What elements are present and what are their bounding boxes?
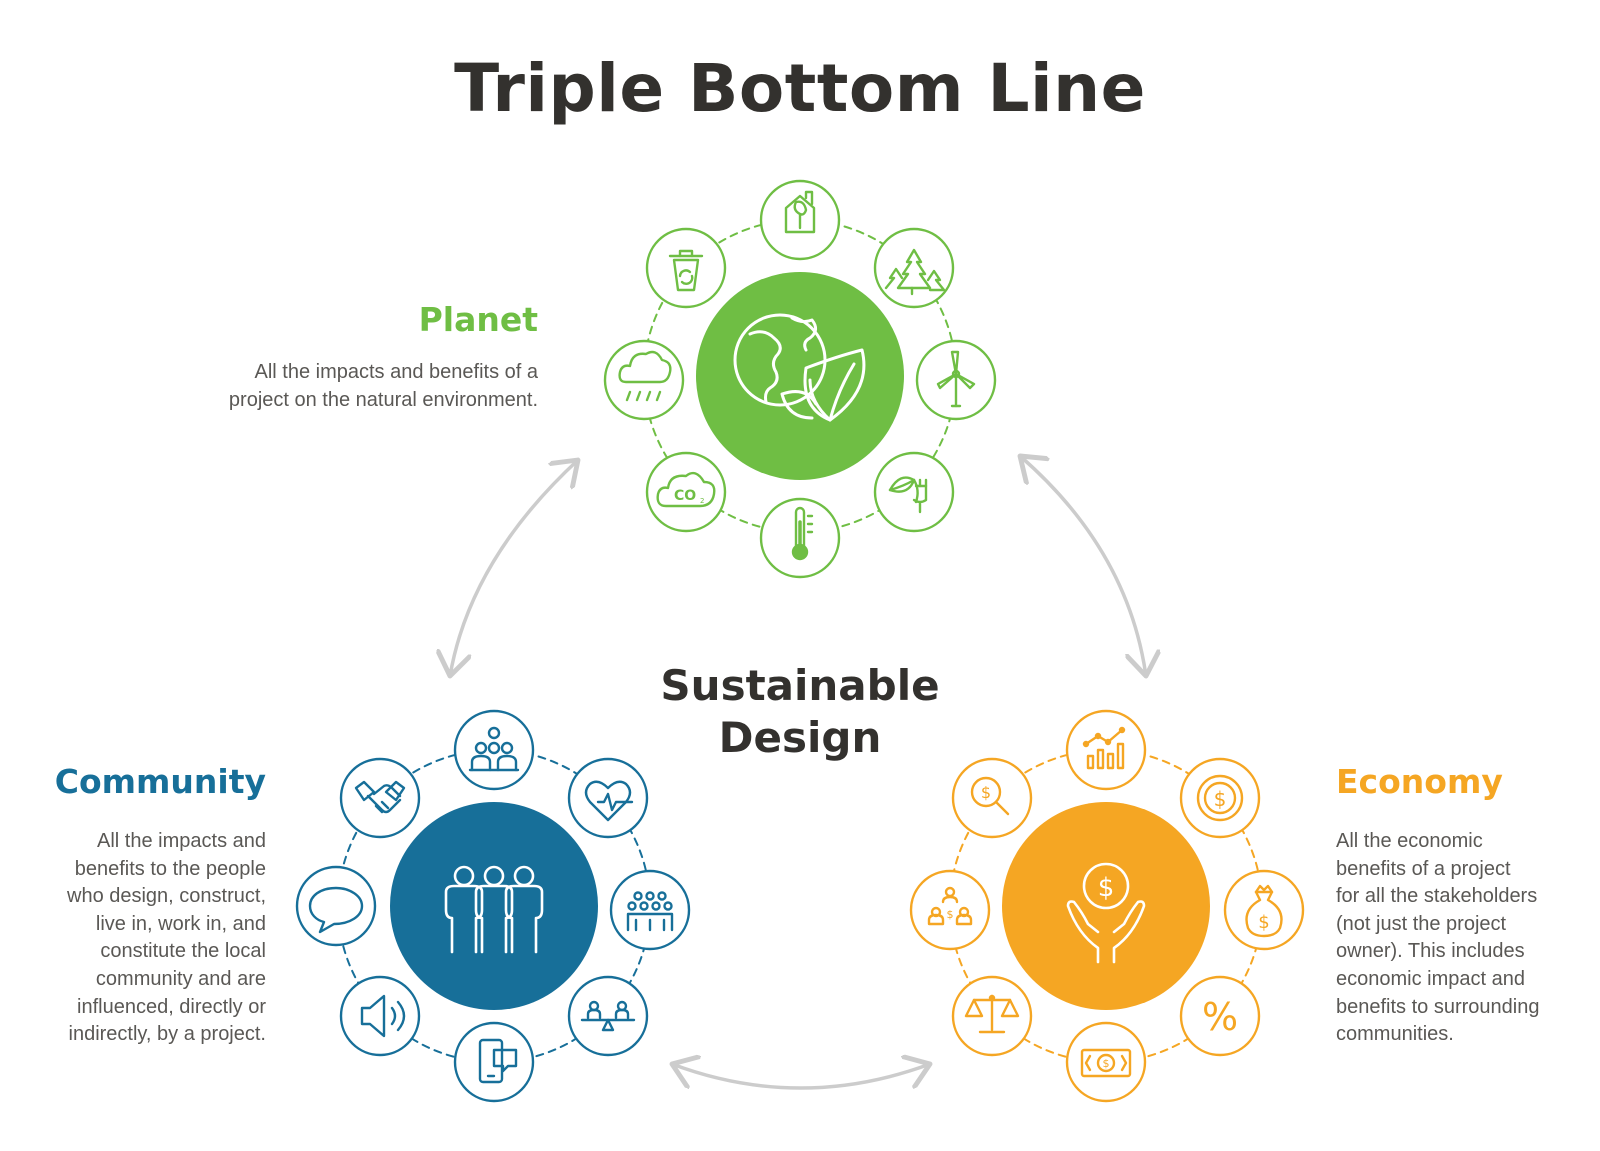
wind-turbine-icon — [915, 339, 997, 421]
planet-description: All the impacts and benefits of a projec… — [178, 359, 538, 414]
three-people-icon — [444, 865, 544, 954]
community-description-line: benefits to the people — [74, 857, 266, 880]
community-description-line: who design, construct, — [67, 885, 266, 908]
community-description: All the impacts and benefits to the peop… — [20, 828, 266, 1049]
arrow-community-economy — [672, 1064, 930, 1090]
svg-text:$: $ — [1258, 912, 1269, 933]
leaf-plug-icon — [873, 451, 955, 533]
economy-description-line: for all the stakeholders — [1336, 885, 1538, 908]
svg-text:$: $ — [947, 908, 954, 921]
planet-description-line: project on the natural environment. — [228, 388, 538, 411]
dollar-search-icon: $ — [951, 757, 1033, 839]
rain-cloud-icon — [603, 339, 685, 421]
percent-icon: % — [1179, 975, 1261, 1057]
stakeholders-icon: $ — [909, 869, 991, 951]
globe-leaf-icon — [733, 313, 866, 422]
community-description-line: indirectly, by a project. — [68, 1023, 267, 1046]
economy-description-line: benefits of a project — [1336, 857, 1511, 880]
eco-house-icon — [759, 179, 841, 261]
community-description-line: live in, work in, and — [95, 912, 266, 935]
economy-description-line: benefits to surrounding — [1336, 995, 1540, 1018]
planet-description-line: All the impacts and benefits of a — [254, 361, 539, 383]
community-description-line: influenced, directly or — [77, 995, 266, 1018]
page-title: Triple Bottom Line — [454, 50, 1146, 127]
scales-icon — [951, 975, 1033, 1057]
group-icon — [453, 709, 535, 791]
svg-text:%: % — [1202, 995, 1238, 1039]
svg-text:$: $ — [1098, 873, 1115, 903]
svg-text:$: $ — [981, 783, 991, 802]
svg-text:$: $ — [1214, 787, 1227, 811]
money-bag-icon: $ — [1223, 869, 1305, 951]
center-label-line1: Sustainable — [660, 661, 940, 710]
arrow-planet-community — [450, 460, 578, 676]
svg-text:2: 2 — [700, 497, 704, 505]
community-core — [390, 802, 598, 1010]
handshake-icon — [339, 757, 421, 839]
trees-icon — [873, 227, 955, 309]
economy-description-line: All the economic — [1336, 830, 1483, 852]
arrow-planet-economy — [1020, 456, 1146, 676]
economy-core — [1002, 802, 1210, 1010]
planet-cluster: CO 2 — [603, 179, 997, 579]
economy-heading: Economy — [1336, 762, 1503, 801]
svg-text:CO: CO — [674, 488, 696, 504]
economy-description: All the economic benefits of a project f… — [1336, 828, 1590, 1049]
economy-description-line: economic impact and — [1336, 967, 1525, 990]
economy-description-line: owner). This includes — [1336, 940, 1525, 963]
economy-description-line: communities. — [1336, 1023, 1454, 1046]
mobile-chat-icon — [453, 1021, 535, 1103]
community-heading: Community — [54, 762, 266, 801]
planet-core — [696, 272, 904, 480]
growth-chart-icon — [1065, 709, 1147, 791]
balance-people-icon — [567, 975, 649, 1057]
banknote-icon: $ — [1065, 1021, 1147, 1103]
economy-description-line: (not just the project — [1336, 912, 1507, 935]
svg-text:$: $ — [1103, 1057, 1110, 1070]
community-description-line: community and are — [95, 967, 266, 990]
community-description-line: All the impacts and — [97, 830, 266, 852]
center-label: Sustainable Design — [580, 660, 1020, 764]
co2-cloud-icon: CO 2 — [645, 451, 727, 533]
speech-bubble-icon — [295, 865, 377, 947]
hands-coin-icon: $ — [1066, 862, 1146, 964]
thermometer-icon — [759, 497, 841, 579]
community-description-line: constitute the local — [100, 940, 266, 963]
community-cluster — [295, 709, 691, 1103]
planet-heading: Planet — [418, 300, 538, 339]
heart-pulse-icon — [567, 757, 649, 839]
speaker-icon — [339, 975, 421, 1057]
economy-cluster: $ $ $ % $ — [909, 709, 1305, 1103]
center-label-line2: Design — [718, 713, 882, 762]
dollar-coin-icon: $ — [1179, 757, 1261, 839]
crowd-icon — [609, 869, 691, 951]
recycle-bin-icon — [645, 227, 727, 309]
